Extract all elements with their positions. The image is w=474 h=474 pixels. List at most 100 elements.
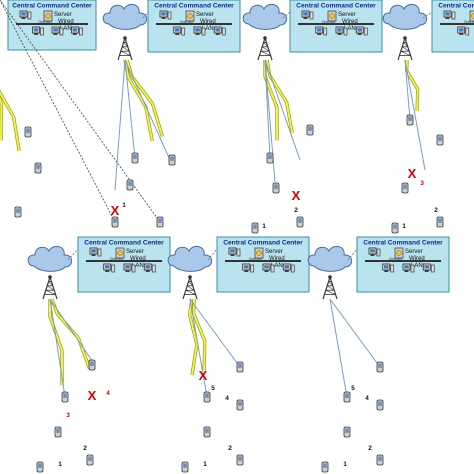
lightning-link <box>126 59 164 137</box>
mobile-device-icon <box>24 126 32 138</box>
lightning-link <box>266 59 294 134</box>
lightning-link <box>188 298 198 376</box>
mobile-device-icon <box>131 152 139 164</box>
relay-hop-link <box>142 11 149 19</box>
workstation-icon <box>443 10 456 20</box>
workstation-icon <box>173 26 186 36</box>
server-label: Server <box>265 249 283 255</box>
radio-link <box>114 59 126 191</box>
relay-hop-link <box>282 11 291 19</box>
workstation-icon <box>89 247 102 257</box>
radio-link <box>189 298 208 398</box>
workstation-tag: Operator <box>464 20 474 24</box>
server-light-icon <box>187 13 193 19</box>
hop-number: 4 <box>225 395 229 402</box>
hop-number: 1 <box>122 202 126 209</box>
lightning-link <box>0 90 21 152</box>
radio-link <box>329 298 381 368</box>
wired-label: Wired <box>409 256 425 262</box>
workstation-icon <box>242 263 255 273</box>
mobile-device-icon <box>321 461 329 473</box>
workstation-icon <box>123 263 136 273</box>
radio-tower-icon <box>117 36 133 61</box>
server-label: Server <box>338 12 356 18</box>
radio-tower-icon <box>322 275 338 300</box>
workstation-icon <box>368 247 381 257</box>
hop-number: 4 <box>365 395 369 402</box>
hop-number: 1 <box>203 461 207 468</box>
hop-number: 4 <box>106 390 110 397</box>
central-command-center: Central Command CenterServerWiredLANOper… <box>77 236 171 293</box>
wired-label: Wired <box>58 19 74 25</box>
mobile-device-icon <box>401 182 409 194</box>
lan-label: LAN <box>271 263 283 269</box>
mobile-device-icon <box>34 162 42 174</box>
hop-number: 1 <box>402 223 406 230</box>
central-command-center: Central Command CenterServerWiredLANOper… <box>216 236 310 293</box>
relay-hop-link <box>347 248 358 261</box>
workstation-icon <box>143 263 156 273</box>
mobile-device-icon <box>343 391 351 403</box>
lan-label: LAN <box>202 26 214 32</box>
command-center-box <box>147 0 241 53</box>
radio-tower-icon <box>42 275 58 300</box>
hop-number: 2 <box>294 207 298 214</box>
radio-link <box>404 59 426 171</box>
link-failure-mark: X <box>199 368 208 383</box>
center-title: Central Command Center <box>223 240 303 247</box>
workstation-icon <box>301 10 314 20</box>
workstation-tag: Operator <box>249 257 264 261</box>
server-label: Server <box>126 249 144 255</box>
server-label: Server <box>196 12 214 18</box>
workstation-tag: Operator <box>180 20 195 24</box>
workstation-icon <box>382 263 395 273</box>
server-light-icon <box>329 13 335 19</box>
workstation-tag: Operator <box>110 257 125 261</box>
scenario-panel-3: Central Command CenterServerWiredLANOper… <box>242 0 383 234</box>
radio-tower-icon <box>257 36 273 61</box>
mobile-device-icon <box>36 461 44 473</box>
hop-number: 2 <box>83 445 87 452</box>
central-command-center: Central Command CenterServerWiredLANOper… <box>431 0 474 53</box>
mobile-device-icon <box>86 454 94 466</box>
link-failure-mark: X <box>408 166 417 181</box>
lightning-link <box>124 59 154 142</box>
link-failure-mark: X <box>88 388 97 403</box>
server-light-icon <box>45 13 51 19</box>
radio-link <box>404 59 411 121</box>
mobile-device-icon <box>236 361 244 373</box>
workstation-icon <box>51 26 64 36</box>
mobile-device-icon <box>54 426 62 438</box>
server-label: Server <box>405 249 423 255</box>
relay-hop-link <box>67 248 79 261</box>
workstation-icon <box>422 263 435 273</box>
workstation-icon <box>213 26 226 36</box>
center-title: Central Command Center <box>84 240 164 247</box>
mobile-device-icon <box>376 454 384 466</box>
lightning-link <box>265 59 294 134</box>
mobile-device-icon <box>376 361 384 373</box>
mobile-device-icon <box>343 426 351 438</box>
mobile-device-icon <box>266 152 274 164</box>
mobile-device-icon <box>406 114 414 126</box>
scenario-panel-6: Central Command CenterServerWiredLANOper… <box>167 236 310 473</box>
mobile-device-icon <box>306 124 314 136</box>
mobile-device-icon <box>14 206 22 218</box>
workstation-icon <box>402 263 415 273</box>
scenario-panel-1: Central Command CenterServerWiredLANOper… <box>0 0 97 218</box>
center-title: Central Command Center <box>296 3 376 10</box>
workstation-tag: Operator <box>38 20 53 24</box>
hop-number: 1 <box>343 461 347 468</box>
cloud-icon <box>242 3 288 30</box>
hop-number: 2 <box>368 445 372 452</box>
mobile-device-icon <box>376 399 384 411</box>
workstation-icon <box>315 26 328 36</box>
mobile-device-icon <box>126 179 134 191</box>
workstation-icon <box>262 263 275 273</box>
radio-link <box>264 59 301 161</box>
mobile-device-icon <box>61 391 69 403</box>
scenario-panel-5: Central Command CenterServerWiredLANOper… <box>27 236 171 473</box>
mobile-device-icon <box>181 461 189 473</box>
mobile-device-icon <box>236 454 244 466</box>
